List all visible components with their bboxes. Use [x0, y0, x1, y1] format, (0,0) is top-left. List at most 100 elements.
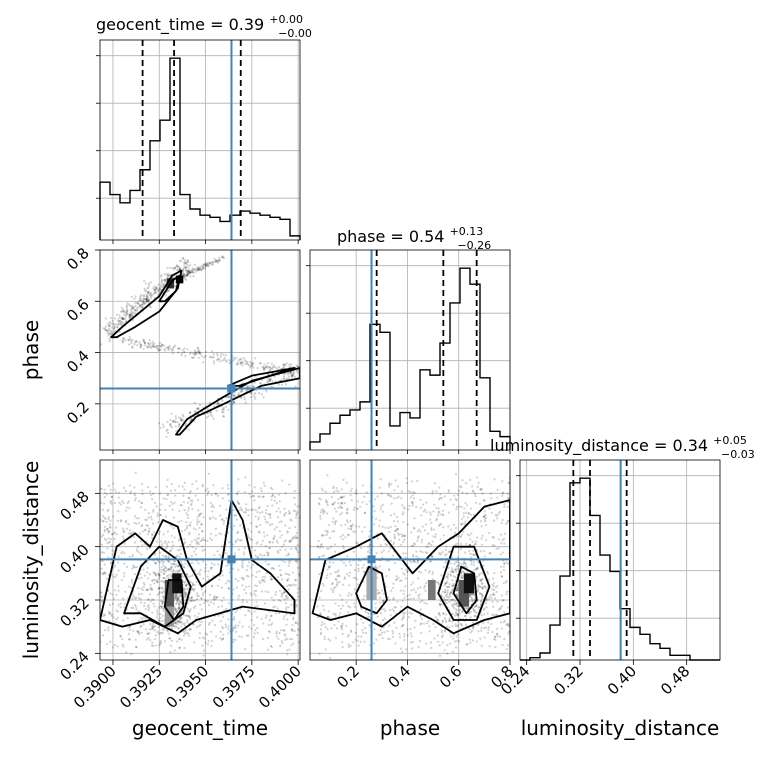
sample-point: [103, 516, 106, 519]
sample-point: [243, 398, 247, 401]
sample-point: [188, 628, 191, 632]
sample-point: [140, 344, 143, 347]
sample-point: [185, 527, 189, 530]
sample-point: [332, 490, 335, 494]
sample-point: [388, 624, 391, 627]
sample-point: [202, 516, 205, 519]
sample-point: [412, 497, 416, 500]
sample-point: [181, 485, 184, 488]
sample-point: [122, 597, 125, 600]
sample-point: [127, 338, 130, 342]
sample-point: [186, 621, 189, 624]
sample-point: [247, 634, 250, 637]
sample-point: [116, 326, 119, 329]
sample-point: [447, 525, 450, 528]
sample-point: [326, 574, 329, 577]
sample-point: [191, 588, 194, 591]
y-axis-label-phase: phase: [19, 320, 43, 380]
sample-point: [201, 503, 204, 506]
sample-point: [133, 486, 136, 489]
sample-point: [191, 599, 194, 602]
sample-point: [133, 343, 136, 346]
sample-point: [496, 517, 499, 520]
sample-point: [108, 610, 111, 614]
sample-point: [173, 612, 177, 615]
sample-point: [175, 594, 179, 597]
sample-point: [469, 616, 472, 619]
sample-point: [160, 540, 163, 543]
sample-point: [222, 406, 226, 409]
sample-point: [385, 575, 388, 578]
sample-point: [400, 567, 403, 570]
sample-point: [334, 586, 337, 589]
sample-point: [318, 573, 321, 576]
sample-point: [438, 551, 441, 554]
sample-point: [131, 553, 134, 557]
sample-point: [292, 536, 295, 539]
sample-point: [379, 628, 382, 632]
sample-point: [111, 322, 114, 326]
sample-point: [456, 625, 460, 628]
sample-point: [154, 634, 158, 637]
sample-point: [449, 574, 453, 577]
sample-point: [135, 565, 138, 569]
sample-point: [292, 583, 295, 586]
sample-point: [179, 601, 182, 604]
histogram-panel-geocent-time: [96, 40, 301, 240]
sample-point: [407, 598, 410, 601]
sample-point: [221, 518, 224, 521]
sample-point: [245, 585, 248, 588]
sample-point: [478, 585, 481, 588]
sample-point: [169, 644, 173, 647]
sample-point: [437, 612, 441, 615]
sample-point: [142, 295, 145, 298]
sample-point: [236, 501, 240, 504]
sample-point: [235, 492, 239, 495]
contour-line: [163, 579, 185, 621]
sample-point: [395, 528, 398, 531]
sample-point: [479, 520, 483, 523]
density-cell: [172, 573, 182, 594]
sample-point: [388, 530, 391, 534]
sample-point: [505, 522, 508, 525]
sample-point: [376, 572, 380, 575]
sample-point: [207, 264, 210, 268]
sample-point: [333, 501, 337, 504]
sample-point: [444, 591, 447, 594]
sample-point: [109, 322, 112, 325]
sample-point: [416, 587, 419, 590]
sample-point: [178, 510, 181, 513]
sample-point: [232, 641, 235, 644]
sample-point: [389, 525, 392, 529]
sample-point: [170, 534, 173, 537]
sample-point: [160, 285, 163, 288]
sample-point: [139, 299, 142, 302]
sample-point: [295, 531, 298, 534]
sample-point: [178, 267, 181, 271]
sample-point: [296, 371, 300, 374]
sample-point: [293, 375, 297, 378]
sample-point: [340, 488, 343, 491]
contour-line: [158, 274, 181, 303]
sample-point: [117, 510, 120, 513]
sample-point: [164, 566, 167, 569]
sample-point: [167, 560, 171, 564]
sample-point: [179, 552, 182, 556]
sample-point: [233, 393, 236, 396]
sample-point: [256, 541, 259, 544]
sample-point: [214, 259, 217, 262]
sample-point: [182, 622, 185, 626]
sample-point: [283, 629, 286, 632]
sample-point: [163, 348, 166, 351]
sample-point: [376, 537, 379, 540]
sample-point: [159, 349, 162, 352]
sample-point: [472, 564, 475, 567]
sample-point: [213, 563, 216, 566]
sample-point: [241, 560, 244, 563]
sample-point: [202, 654, 205, 657]
sample-point: [294, 621, 297, 624]
sample-point: [295, 364, 298, 367]
sample-point: [178, 569, 181, 572]
sample-point: [282, 617, 285, 620]
sample-point: [183, 581, 186, 584]
